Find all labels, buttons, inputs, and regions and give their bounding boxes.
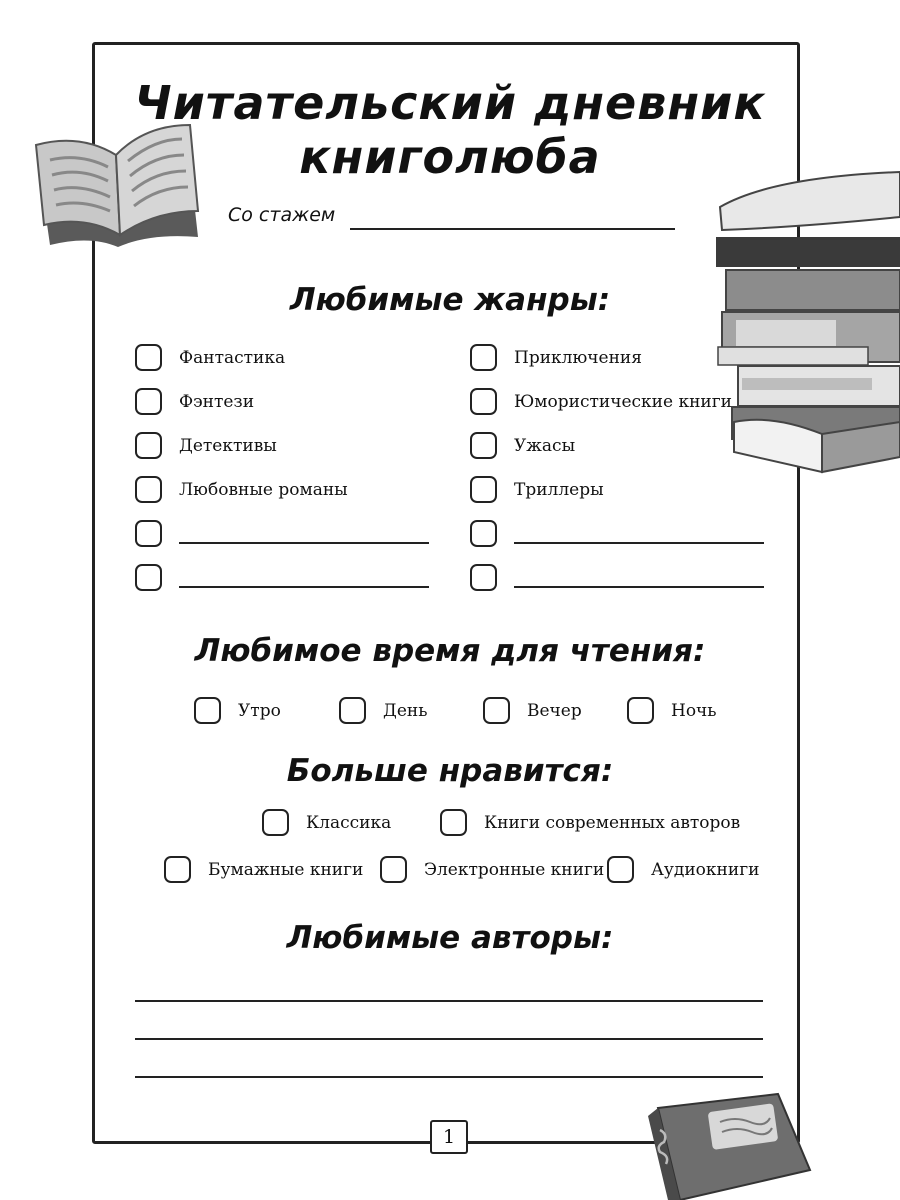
checkbox[interactable]	[135, 476, 162, 503]
checkbox[interactable]	[470, 344, 497, 371]
genre-label: Фэнтези	[179, 391, 255, 412]
page-number: 1	[430, 1120, 468, 1154]
genre-label: Приключения	[514, 347, 642, 368]
authors-input-line[interactable]	[135, 1076, 763, 1078]
page-title: Читательский дневник книголюба	[120, 76, 780, 184]
checkbox[interactable]	[135, 432, 162, 459]
preference-option[interactable]: Книги современных авторов	[440, 809, 740, 836]
reading-time-heading: Любимое время для чтения:	[194, 633, 706, 669]
preference-option[interactable]: Электронные книги	[380, 856, 604, 883]
genre-custom-option[interactable]	[135, 520, 429, 547]
genre-label: Юмористические книги	[514, 391, 732, 412]
genres-heading: Любимые жанры:	[289, 282, 611, 318]
genre-label: Любовные романы	[179, 479, 348, 500]
checkbox[interactable]	[135, 564, 162, 591]
time-label: Вечер	[527, 700, 582, 721]
time-option[interactable]: Вечер	[483, 697, 582, 724]
experience-label: Со стажем	[228, 204, 336, 226]
checkbox[interactable]	[262, 809, 289, 836]
checkbox[interactable]	[194, 697, 221, 724]
time-option[interactable]: Утро	[194, 697, 281, 724]
genre-option[interactable]: Любовные романы	[135, 476, 348, 503]
custom-genre-line[interactable]	[179, 585, 429, 588]
preference-label: Аудиокниги	[651, 859, 760, 880]
genre-label: Детективы	[179, 435, 277, 456]
custom-genre-line[interactable]	[179, 541, 429, 544]
preference-label: Книги современных авторов	[484, 812, 741, 833]
checkbox[interactable]	[135, 520, 162, 547]
title-line-1: Читательский дневник	[134, 76, 766, 130]
genre-option[interactable]: Детективы	[135, 432, 277, 459]
custom-genre-line[interactable]	[514, 585, 764, 588]
book-stack-icon	[716, 170, 900, 474]
preference-option[interactable]: Аудиокниги	[607, 856, 759, 883]
genre-option[interactable]: Триллеры	[470, 476, 604, 503]
genre-option[interactable]: Юмористические книги	[470, 388, 732, 415]
authors-input-line[interactable]	[135, 1038, 763, 1040]
checkbox[interactable]	[627, 697, 654, 724]
genre-label: Триллеры	[514, 479, 604, 500]
checkbox[interactable]	[339, 697, 366, 724]
genre-option[interactable]: Приключения	[470, 344, 642, 371]
genre-label: Фантастика	[179, 347, 286, 368]
checkbox[interactable]	[135, 388, 162, 415]
title-line-2: книголюба	[299, 130, 601, 184]
time-option[interactable]: День	[339, 697, 427, 724]
time-label: Ночь	[671, 700, 717, 721]
checkbox[interactable]	[607, 856, 634, 883]
genre-custom-option[interactable]	[470, 564, 764, 591]
genre-option[interactable]: Фэнтези	[135, 388, 254, 415]
preference-label: Бумажные книги	[208, 859, 364, 880]
genre-custom-option[interactable]	[470, 520, 764, 547]
open-book-icon	[34, 123, 200, 247]
checkbox[interactable]	[470, 388, 497, 415]
authors-heading: Любимые авторы:	[286, 920, 614, 956]
time-label: День	[383, 700, 428, 721]
checkbox[interactable]	[135, 344, 162, 371]
checkbox[interactable]	[470, 432, 497, 459]
checkbox[interactable]	[483, 697, 510, 724]
genre-option[interactable]: Фантастика	[135, 344, 285, 371]
checkbox[interactable]	[380, 856, 407, 883]
experience-input-line[interactable]	[350, 228, 675, 230]
checkbox[interactable]	[470, 520, 497, 547]
checkbox[interactable]	[470, 476, 497, 503]
time-label: Утро	[238, 700, 281, 721]
preference-label: Электронные книги	[424, 859, 605, 880]
checkbox[interactable]	[470, 564, 497, 591]
preferences-heading: Больше нравится:	[286, 753, 614, 789]
genre-custom-option[interactable]	[135, 564, 429, 591]
preference-option[interactable]: Бумажные книги	[164, 856, 363, 883]
custom-genre-line[interactable]	[514, 541, 764, 544]
preference-label: Классика	[306, 812, 392, 833]
page-frame	[92, 42, 800, 1144]
genre-label: Ужасы	[514, 435, 576, 456]
checkbox[interactable]	[440, 809, 467, 836]
time-option[interactable]: Ночь	[627, 697, 717, 724]
authors-input-line[interactable]	[135, 1000, 763, 1002]
closed-book-icon	[648, 1092, 812, 1200]
genre-option[interactable]: Ужасы	[470, 432, 575, 459]
preference-option[interactable]: Классика	[262, 809, 391, 836]
checkbox[interactable]	[164, 856, 191, 883]
